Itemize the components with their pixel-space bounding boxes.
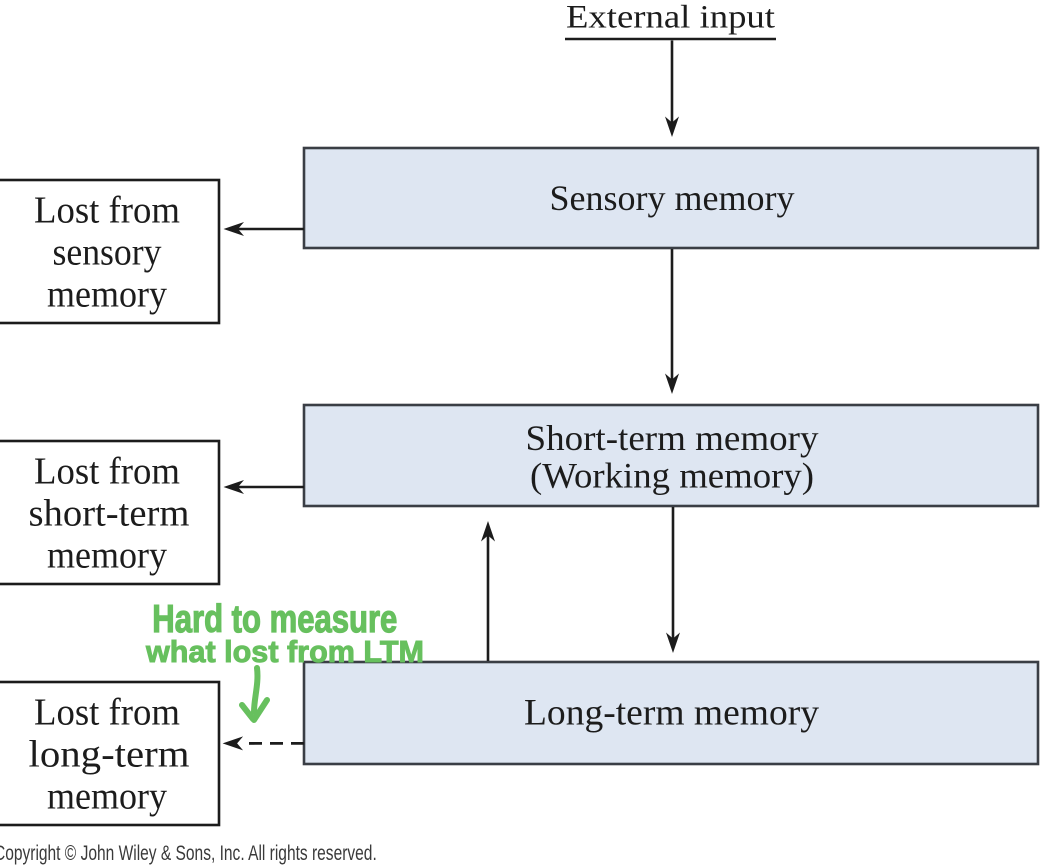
svg-text:what lost from LTM: what lost from LTM (145, 634, 424, 669)
svg-text:Lost from: Lost from (34, 451, 180, 493)
svg-text:Short-term memory: Short-term memory (526, 418, 819, 458)
svg-text:(Working memory): (Working memory) (530, 456, 814, 496)
svg-text:External input: External input (566, 0, 775, 36)
svg-text:memory: memory (47, 274, 167, 316)
svg-text:Long-term memory: Long-term memory (524, 693, 820, 734)
svg-text:Sensory memory: Sensory memory (550, 178, 795, 218)
svg-text:memory: memory (47, 535, 167, 577)
svg-text:Hard to measure: Hard to measure (152, 598, 397, 641)
svg-text:sensory: sensory (53, 232, 162, 274)
svg-text:short-term: short-term (29, 493, 190, 535)
svg-text:Lost from: Lost from (34, 190, 180, 232)
svg-text:memory: memory (47, 776, 167, 818)
svg-text:Lost from: Lost from (34, 692, 180, 734)
svg-text:Copyright © John Wiley & Sons,: Copyright © John Wiley & Sons, Inc. All … (0, 841, 377, 865)
svg-text:long-term: long-term (29, 734, 190, 776)
